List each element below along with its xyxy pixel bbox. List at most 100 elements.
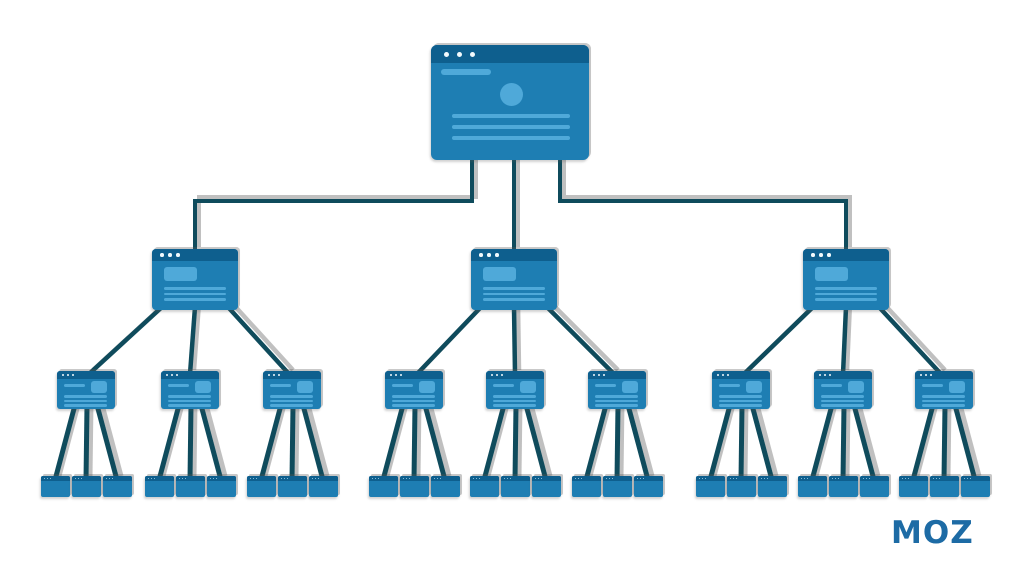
text-line-placeholder	[64, 399, 107, 402]
detail-window-12	[430, 476, 460, 497]
window-dots-icon	[268, 374, 270, 376]
window-titlebar	[814, 371, 872, 379]
detail-window-20	[726, 476, 756, 497]
text-line-placeholder	[815, 287, 877, 290]
window-titlebar	[915, 371, 973, 379]
window-dots-icon	[763, 477, 765, 480]
text-line-placeholder	[168, 399, 211, 402]
window-dots-icon	[67, 374, 69, 376]
window-dots-icon	[457, 51, 462, 57]
detail-window-16	[571, 476, 601, 497]
window-titlebar	[57, 371, 115, 379]
window-titlebar	[486, 371, 544, 379]
window-dots-icon	[760, 477, 762, 480]
detail-window-27	[960, 476, 990, 497]
nav-bar-placeholder	[441, 69, 491, 75]
detail-window-9	[308, 476, 338, 497]
window-dots-icon	[704, 477, 706, 480]
window-dots-icon	[766, 477, 768, 480]
subcategory-window-1	[57, 371, 115, 409]
window-titlebar	[40, 476, 70, 481]
detail-window-5	[175, 476, 205, 497]
window-titlebar	[757, 476, 787, 481]
window-dots-icon	[377, 477, 379, 480]
window-dots-icon	[408, 477, 410, 480]
window-dots-icon	[837, 477, 839, 480]
text-line-placeholder	[164, 292, 226, 295]
detail-window-22	[797, 476, 827, 497]
window-dots-icon	[603, 374, 605, 376]
window-dots-icon	[509, 477, 511, 480]
window-dots-icon	[168, 253, 172, 257]
window-titlebar	[161, 371, 219, 379]
window-dots-icon	[46, 477, 48, 480]
window-titlebar	[960, 476, 990, 481]
detail-window-19	[695, 476, 725, 497]
detail-window-2	[71, 476, 101, 497]
text-line-placeholder	[164, 298, 226, 301]
window-dots-icon	[605, 477, 607, 480]
window-dots-icon	[478, 477, 480, 480]
text-line-placeholder	[815, 298, 877, 301]
detail-window-3	[102, 476, 132, 497]
text-line-placeholder	[168, 404, 211, 407]
window-dots-icon	[470, 51, 475, 57]
window-dots-icon	[176, 253, 180, 257]
detail-window-21	[757, 476, 787, 497]
window-titlebar	[633, 476, 663, 481]
text-line-placeholder	[168, 384, 189, 387]
window-titlebar	[277, 476, 307, 481]
image-placeholder	[164, 267, 197, 281]
window-dots-icon	[698, 477, 700, 480]
window-titlebar	[571, 476, 601, 481]
window-dots-icon	[907, 477, 909, 480]
text-line-placeholder	[595, 404, 638, 407]
window-dots-icon	[701, 477, 703, 480]
window-dots-icon	[475, 477, 477, 480]
window-dots-icon	[491, 374, 493, 376]
subcategory-window-2	[161, 371, 219, 409]
window-dots-icon	[969, 477, 971, 480]
window-dots-icon	[286, 477, 288, 480]
window-dots-icon	[111, 477, 113, 480]
detail-window-26	[929, 476, 959, 497]
detail-window-23	[828, 476, 858, 497]
text-line-placeholder	[493, 395, 536, 398]
window-titlebar	[263, 371, 321, 379]
text-line-placeholder	[64, 395, 107, 398]
category-window-2	[471, 249, 557, 310]
window-dots-icon	[184, 477, 186, 480]
text-line-placeholder	[64, 404, 107, 407]
window-dots-icon	[472, 477, 474, 480]
window-titlebar	[431, 45, 589, 63]
detail-window-18	[633, 476, 663, 497]
detail-window-4	[144, 476, 174, 497]
window-titlebar	[588, 371, 646, 379]
detail-window-6	[206, 476, 236, 497]
window-dots-icon	[160, 253, 164, 257]
window-titlebar	[828, 476, 858, 481]
window-dots-icon	[593, 374, 595, 376]
image-placeholder	[746, 381, 762, 393]
text-line-placeholder	[493, 399, 536, 402]
text-line-placeholder	[483, 287, 545, 290]
window-dots-icon	[166, 374, 168, 376]
subcategory-window-5	[486, 371, 544, 409]
text-line-placeholder	[392, 384, 413, 387]
image-placeholder	[815, 267, 848, 281]
text-line-placeholder	[270, 395, 313, 398]
window-titlebar	[898, 476, 928, 481]
window-dots-icon	[390, 374, 392, 376]
window-dots-icon	[49, 477, 51, 480]
window-dots-icon	[735, 477, 737, 480]
window-dots-icon	[212, 477, 214, 480]
window-dots-icon	[732, 477, 734, 480]
window-dots-icon	[496, 374, 498, 376]
text-line-placeholder	[270, 384, 291, 387]
subcategory-window-8	[814, 371, 872, 409]
detail-window-11	[399, 476, 429, 497]
window-dots-icon	[479, 253, 483, 257]
detail-window-7	[246, 476, 276, 497]
